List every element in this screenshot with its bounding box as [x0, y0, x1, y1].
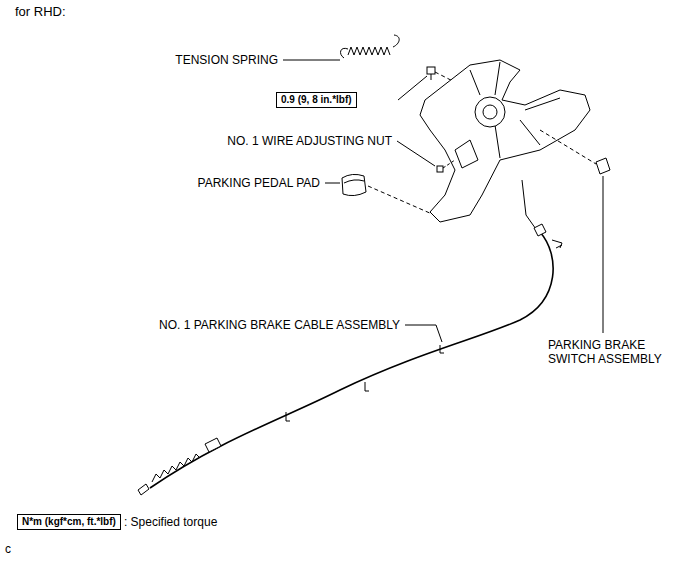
pad-detail	[344, 180, 364, 183]
cable-clip	[440, 345, 444, 353]
leader-line	[325, 183, 340, 184]
pad-axis	[368, 186, 432, 214]
pedal-bracket	[420, 60, 590, 222]
adjusting-nut	[437, 166, 443, 172]
part-label: NO. 1 WIRE ADJUSTING NUT	[227, 134, 392, 148]
bracket-detail	[470, 62, 560, 158]
cable-clip	[552, 240, 562, 248]
pedal-pad	[342, 174, 366, 195]
cable-clip	[286, 412, 290, 421]
part-label: PARKING PEDAL PAD	[198, 176, 320, 190]
cable-end	[138, 484, 149, 495]
pivot-hub	[475, 97, 505, 127]
leader-line	[405, 325, 442, 342]
spring-hook	[341, 48, 348, 58]
torque-value: N*m (kgf*cm, ft.*lbf)	[22, 516, 116, 528]
torque-box: 0.9 (9, 8 in.*lbf)	[276, 92, 357, 108]
bolt	[427, 67, 435, 74]
ratchet-plate	[455, 140, 478, 168]
cable-inner	[522, 180, 538, 232]
spring-hook	[393, 35, 399, 47]
parking-brake-cable	[150, 232, 553, 488]
part-label: PARKING BRAKE SWITCH ASSEMBLY	[548, 338, 683, 366]
switch-axis	[540, 130, 596, 164]
leader-line	[603, 176, 604, 333]
cable-clip	[365, 382, 369, 391]
spring-coil	[348, 47, 390, 55]
cable-fitting	[534, 224, 546, 236]
leader-line	[283, 60, 340, 61]
legend-text: : Specified torque	[124, 515, 217, 529]
bolt-shank	[431, 74, 432, 80]
pivot-hub	[483, 105, 497, 119]
leader-line	[398, 76, 427, 100]
leader-line	[397, 141, 435, 166]
cable-spring	[152, 454, 200, 482]
nut-axis	[443, 160, 455, 168]
part-label: TENSION SPRING	[175, 53, 278, 67]
brake-switch	[596, 158, 610, 174]
figure-code: c	[5, 542, 11, 556]
torque-box: N*m (kgf*cm, ft.*lbf)	[17, 514, 121, 530]
torque-value: 0.9 (9, 8 in.*lbf)	[281, 94, 352, 106]
cable-bracket	[205, 438, 221, 452]
part-label: NO. 1 PARKING BRAKE CABLE ASSEMBLY	[159, 318, 400, 332]
title: for RHD:	[15, 5, 66, 19]
